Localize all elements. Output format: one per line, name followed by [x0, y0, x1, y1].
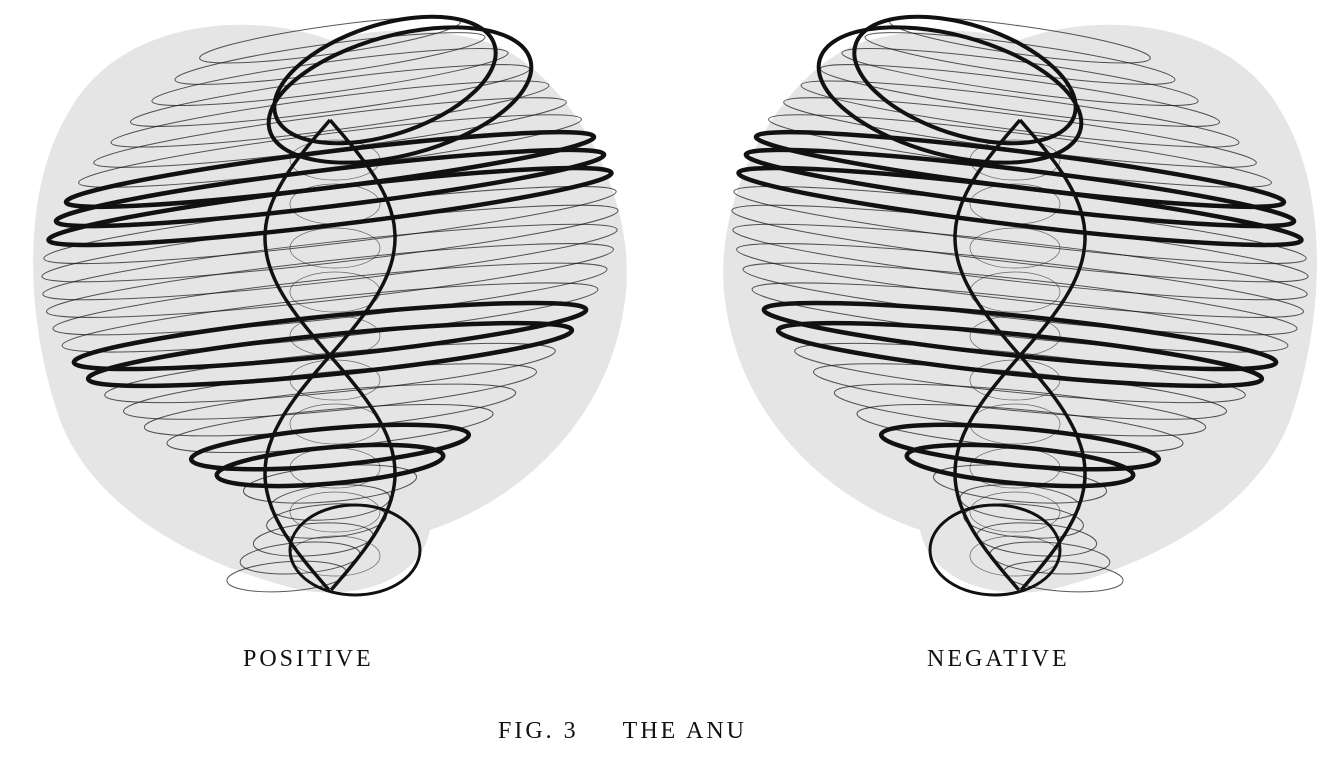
coil-ring	[46, 243, 614, 318]
inner-spindle-ring	[969, 403, 1061, 445]
coil-ring	[732, 223, 1308, 301]
inner-spindle-ring	[289, 139, 381, 181]
top-loop	[816, 25, 1084, 165]
inner-spindle-ring	[289, 491, 381, 533]
negative-label: NEGATIVE	[927, 646, 1070, 672]
central-helix	[953, 118, 1087, 592]
coil-ring	[904, 442, 1136, 489]
coil-ring	[742, 262, 1298, 336]
inner-spindle-ring	[289, 403, 381, 445]
inner-spindle-ring	[289, 315, 381, 357]
coil-ring	[151, 47, 509, 107]
inner-spindle-ring	[969, 491, 1061, 533]
inner-spindle-ring	[289, 227, 381, 269]
coil-ring	[53, 147, 607, 229]
coil-ring	[46, 165, 614, 248]
anu-positive-drawing	[33, 14, 627, 597]
inner-spindle-ring	[969, 271, 1061, 313]
inner-spindle-ring	[969, 535, 1061, 577]
top-loop	[852, 14, 1078, 146]
coil-ring	[878, 422, 1162, 472]
anu-illustration	[33, 14, 1317, 597]
inner-spindle-ring	[969, 183, 1061, 225]
inner-spindle-ring	[969, 139, 1061, 181]
positive-label: POSITIVE	[243, 646, 374, 672]
inner-spindle-ring	[289, 271, 381, 313]
coil-ring	[214, 442, 446, 489]
coil-ring	[733, 185, 1307, 265]
coil-ring	[731, 204, 1309, 283]
figure-title: THE ANU	[622, 718, 747, 744]
coil-ring	[242, 464, 418, 504]
coil-ring	[775, 320, 1265, 389]
coil-ring	[800, 80, 1240, 148]
coil-ring	[813, 363, 1227, 420]
central-helix	[263, 118, 397, 592]
inner-spindle-ring	[289, 359, 381, 401]
figure-number: FIG. 3	[498, 718, 579, 744]
coil-ring	[736, 243, 1304, 318]
top-loop	[266, 25, 534, 165]
figure-caption: FIG. 3 THE ANU	[498, 718, 747, 745]
coil-ring	[43, 185, 617, 265]
bottom-loop	[288, 503, 422, 597]
coil-ring	[751, 282, 1289, 353]
anu-negative-drawing	[723, 14, 1317, 597]
inner-spindle-ring	[289, 535, 381, 577]
coil-ring	[736, 165, 1304, 248]
inner-spindle-ring	[969, 447, 1061, 489]
coil-ring	[52, 262, 608, 336]
coil-ring	[110, 80, 550, 148]
top-loop	[272, 14, 498, 146]
coil-ring	[61, 282, 599, 353]
inner-spindle-ring	[969, 315, 1061, 357]
inner-spindle-ring	[969, 359, 1061, 401]
coil-ring	[932, 464, 1108, 504]
coil-ring	[743, 147, 1297, 229]
bottom-loop	[928, 503, 1062, 597]
coil-ring	[841, 47, 1199, 107]
coil-ring	[42, 223, 618, 301]
coil-ring	[85, 320, 575, 389]
inner-spindle-ring	[969, 227, 1061, 269]
coil-ring	[188, 422, 472, 472]
inner-spindle-ring	[289, 447, 381, 489]
coil-ring	[123, 363, 537, 420]
coil-ring	[41, 204, 619, 283]
inner-spindle-ring	[289, 183, 381, 225]
